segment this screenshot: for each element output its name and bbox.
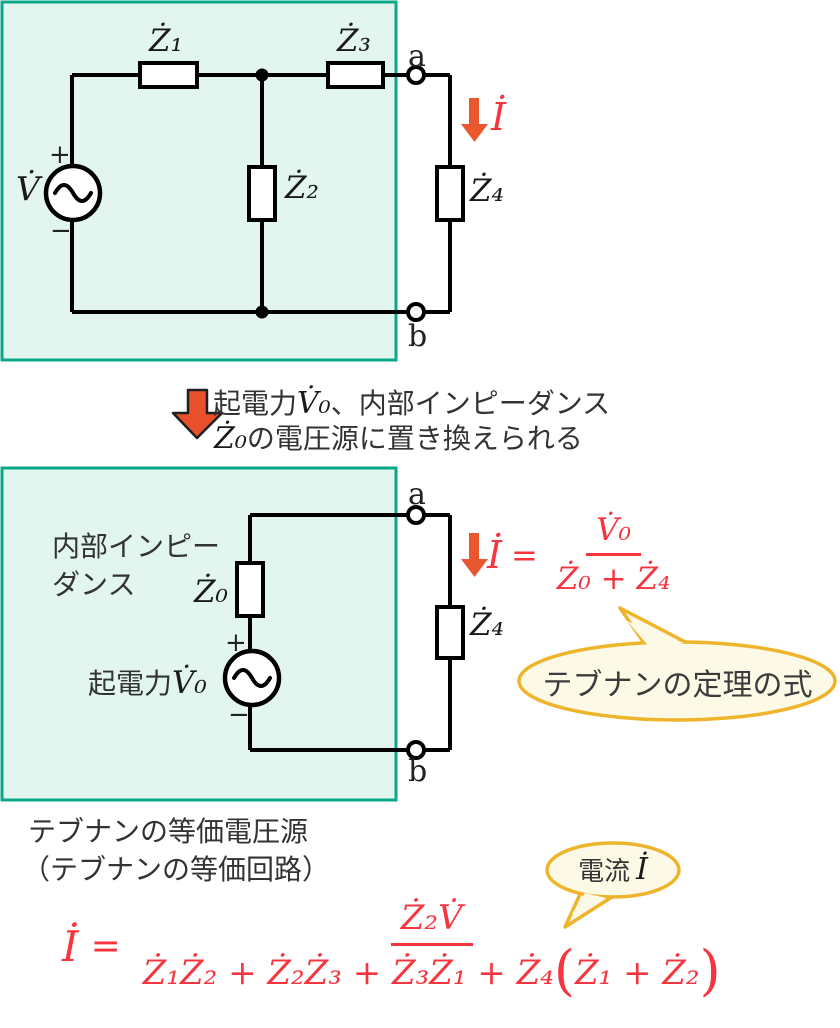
note1-math-v0: V̇₀ <box>297 386 331 421</box>
note1-suffix: 、内部インピーダンス <box>330 387 611 420</box>
thevenin-formula: İ = V̇₀ Ż₀ + Ż₄ <box>487 512 680 597</box>
formula2-equals: = <box>90 925 121 967</box>
junction-dot-bottom <box>255 305 269 319</box>
resistor-z0 <box>235 561 265 618</box>
emf-label: 起電力V̇₀ <box>88 662 207 702</box>
formula2-denominator-paren: Ż₁ + Ż₂ <box>574 952 700 993</box>
z4-label-eq: Ż₄ <box>470 607 504 643</box>
circuit2-schematic <box>0 466 488 802</box>
formula1-numerator: V̇₀ <box>586 512 642 556</box>
formula2-fraction: Ż₂V̇ Ż₁Ż₂ + Ż₂Ż₃ + Ż₃Ż₁ + Ż₄ ( Z… <box>133 898 731 1002</box>
transform-note-line2: Ż₀の電圧源に置き換えられる <box>214 417 583 457</box>
transform-arrow-icon <box>171 388 224 440</box>
current-bubble-prefix: 電流 <box>578 856 631 887</box>
formula1-equals: = <box>511 535 538 574</box>
main-current-formula: İ = Ż₂V̇ Ż₁Ż₂ + Ż₂Ż₃ + Ż₃Ż₁ + Ż… <box>62 898 731 1002</box>
note2-suffix: の電圧源に置き換えられる <box>246 422 583 455</box>
resistor-z4 <box>435 165 465 222</box>
ac-sine-icon <box>53 183 93 203</box>
terminal-b-label: b <box>408 319 428 354</box>
z4-label: Ż₄ <box>470 173 504 209</box>
resistor-z4-equivalent <box>435 605 465 660</box>
transform-arrow-shape <box>171 388 224 440</box>
resistor-z1 <box>138 61 199 89</box>
current-bubble-shape <box>545 841 681 929</box>
source-minus-sign: − <box>50 216 72 246</box>
current-bubble-text: 電流 İ <box>548 851 678 887</box>
circuit2-wires <box>248 513 452 752</box>
note2-math-z0: Ż₀ <box>214 421 247 456</box>
z1-label: Ż₁ <box>149 23 183 59</box>
current-bubble-tail-join <box>572 893 606 914</box>
current-arrow-icon-eq <box>461 533 488 577</box>
current-bubble-ellipse <box>545 841 681 899</box>
terminal-b-node-eq <box>406 740 426 760</box>
junction-dot-top <box>255 68 269 82</box>
terminal-a-node <box>406 65 426 85</box>
resistor-z2 <box>247 165 277 222</box>
theorem-bubble-tail-join <box>627 621 684 650</box>
formula2-denominator: Ż₁Ż₂ + Ż₂Ż₃ + Ż₃Ż₁ + Ż₄ ( Ż₁ + Z… <box>133 939 731 1002</box>
formula1-denominator: Ż₀ + Ż₄ <box>556 561 671 597</box>
formula1-lhs: İ <box>487 532 503 577</box>
formula2-paren-close: ) <box>699 939 721 1002</box>
source-plus-sign: + <box>49 140 71 170</box>
terminal-a-label: a <box>408 39 426 74</box>
z0-label: Ż₀ <box>194 574 228 610</box>
current-bubble-math: İ <box>636 851 648 887</box>
terminal-b-label-eq: b <box>408 754 428 789</box>
source2-minus-sign: − <box>228 700 250 730</box>
current-arrow-icon <box>461 98 488 142</box>
z2-label: Ż₂ <box>285 170 319 206</box>
circuit1-schematic <box>0 0 488 362</box>
transform-note-line1: 起電力V̇₀、内部インピーダンス <box>213 382 610 422</box>
ac-sine-icon-v0 <box>232 668 272 688</box>
formula2-numerator: Ż₂V̇ <box>390 898 473 946</box>
caption-line1: テブナンの等価電圧源 <box>28 815 309 848</box>
internal-impedance-label-line1: 内部インピー <box>52 530 221 563</box>
source2-plus-sign: + <box>225 628 247 658</box>
terminal-a-node-eq <box>406 505 426 525</box>
formula1-fraction: V̇₀ Ż₀ + Ż₄ <box>547 512 681 597</box>
formula2-denominator-main: Ż₁Ż₂ + Ż₂Ż₃ + Ż₃Ż₁ + Ż₄ <box>142 952 554 993</box>
emf-prefix: 起電力 <box>88 667 173 700</box>
formula2-lhs: İ <box>62 921 79 971</box>
terminal-a-label-eq: a <box>408 477 426 512</box>
source-voltage-label: V̇ <box>16 169 40 208</box>
theorem-bubble-text: テブナンの定理の式 <box>542 668 813 703</box>
current-i-label: İ <box>491 95 507 139</box>
note1-prefix: 起電力 <box>213 387 298 420</box>
formula2-paren-open: ( <box>553 939 575 1002</box>
resistor-z3 <box>326 61 385 89</box>
theorem-bubble-shape <box>517 606 837 722</box>
caption-line2: （テブナンの等価回路） <box>22 853 331 886</box>
internal-impedance-label-line2: ダンス <box>52 568 136 601</box>
circuit2-equivalent-box <box>0 466 398 802</box>
emf-math-v0: V̇₀ <box>172 665 207 701</box>
z3-label: Ż₃ <box>337 23 371 59</box>
terminal-b-node <box>406 302 426 322</box>
